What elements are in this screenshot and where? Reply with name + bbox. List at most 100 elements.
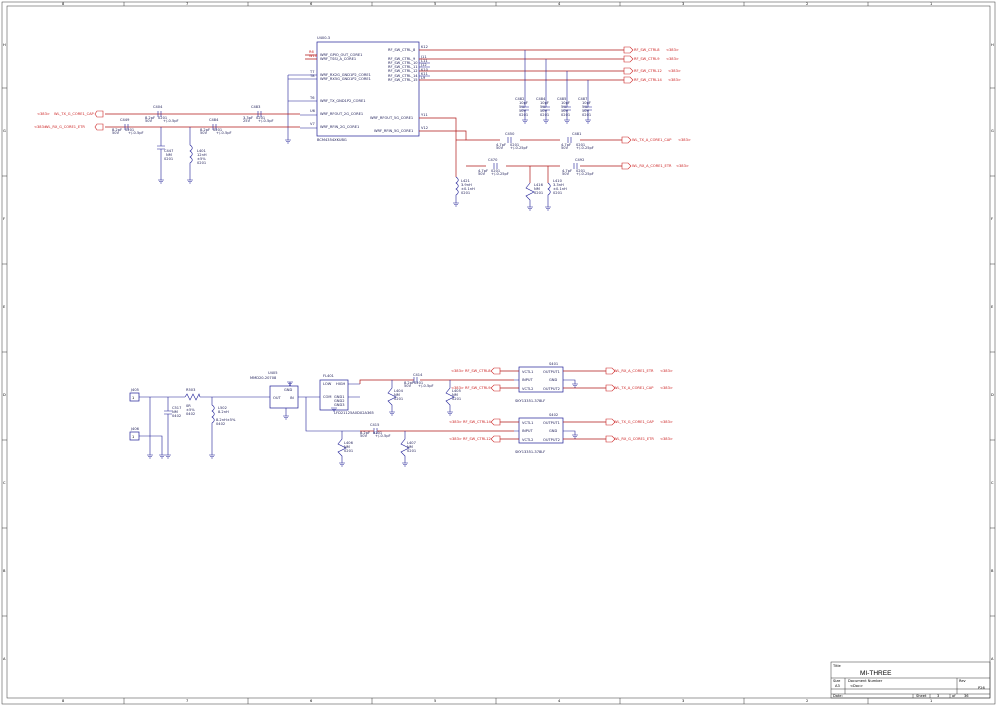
cap-label: 10pF bbox=[519, 101, 528, 105]
sheet-total: 36 bbox=[964, 694, 969, 698]
cap-ref: C414 bbox=[413, 373, 423, 377]
cap-label: 0201 bbox=[561, 113, 570, 117]
cap-tol: +/-0.25pF bbox=[491, 172, 509, 176]
inductor-label: L404 bbox=[394, 389, 404, 393]
pin-num: L11 bbox=[421, 59, 428, 63]
net-flag: WL_TX_G_CORE1_CAP <383> bbox=[605, 418, 673, 426]
svg-text:RF_SW_CTRL14: RF_SW_CTRL14 bbox=[463, 420, 491, 424]
border-row-label: G bbox=[991, 129, 994, 133]
pin-num: K11 bbox=[421, 72, 428, 76]
cap-ref: C517 bbox=[172, 406, 181, 410]
svg-text:<383>: <383> bbox=[449, 420, 462, 424]
cap-val: 3.3pF bbox=[243, 116, 253, 120]
pin-num: V12 bbox=[421, 126, 428, 130]
ground-symbol bbox=[585, 119, 591, 124]
cap-pkg: 0201 bbox=[576, 169, 585, 173]
title-block: Title MI-THREE Size A3 Document Number <… bbox=[830, 661, 991, 699]
pin-label: GND bbox=[549, 429, 557, 433]
inductor-pkg: 0201 bbox=[344, 449, 353, 453]
switch-ref: S402 bbox=[549, 413, 558, 417]
ic-right-pin: RF_SW_CTRL_12 bbox=[388, 69, 418, 73]
inductor-label: L421 bbox=[461, 179, 470, 183]
ic-right-pin: RF_SW_CTRL_11 bbox=[388, 65, 418, 69]
ground-symbol bbox=[389, 411, 395, 416]
of-label: of bbox=[952, 694, 956, 698]
cap-label: 50V bbox=[540, 109, 548, 113]
cap-label: 50V bbox=[519, 109, 527, 113]
border-column-label: 5 bbox=[434, 699, 436, 703]
svg-text:<383>: <383> bbox=[666, 57, 679, 61]
net-flag: RF_SW_CTRL14 <383> bbox=[623, 76, 681, 84]
ground-symbol bbox=[187, 179, 193, 184]
border-column-label: 8 bbox=[62, 2, 65, 6]
net-flag: RF_SW_CTRL12 <383> bbox=[623, 67, 681, 75]
border-row-label: A bbox=[3, 657, 6, 661]
pin-num: Y11 bbox=[421, 113, 428, 117]
pin-label: INPUT bbox=[522, 378, 534, 382]
switch-s401 bbox=[518, 366, 564, 393]
ground-symbol bbox=[331, 407, 337, 412]
inductor-tol: ±0.1nH bbox=[553, 187, 567, 191]
cap-val: NM bbox=[172, 410, 178, 414]
cap-ref: C447 bbox=[164, 149, 173, 153]
net-flag: RF_SW_CTRL12 <383> bbox=[449, 435, 501, 443]
cap-label: 0201 bbox=[519, 113, 528, 117]
ic-ref: U400-3 bbox=[317, 36, 330, 40]
svg-text:<383>: <383> bbox=[668, 69, 681, 73]
pin-label: OUTPUT1 bbox=[543, 370, 560, 374]
ic-right-pin: RF_SW_CTRL_14 bbox=[388, 74, 418, 78]
inductor-label: L401 bbox=[197, 149, 206, 153]
cap-val: 4.7pF bbox=[562, 169, 572, 173]
pin-label: VCTL2 bbox=[522, 438, 533, 442]
switch-s402 bbox=[518, 417, 564, 444]
border-row-label: E bbox=[3, 305, 6, 309]
net-flag: WL_RX_A_CORE1_ETR <383> bbox=[621, 162, 689, 170]
pin-label: GND2 bbox=[334, 399, 345, 403]
cap-tol: +/-0.25pF bbox=[576, 172, 594, 176]
border-column-label: 4 bbox=[558, 699, 561, 703]
svg-text:<383>: <383> bbox=[660, 369, 673, 373]
svg-text:WL_RX_G_CORE1_ETR: WL_RX_G_CORE1_ETR bbox=[45, 125, 85, 129]
cap-label: 5% bbox=[519, 105, 525, 109]
pin-label: OUTPUT1 bbox=[543, 421, 560, 425]
pin-1: 1 bbox=[132, 435, 134, 439]
cap-ref: C481 bbox=[572, 132, 581, 136]
cap-val: 8.2pF bbox=[145, 116, 155, 120]
ic-part: MMD20-20708 bbox=[250, 376, 277, 380]
svg-text:WL_RX_A_CORE1_ETR: WL_RX_A_CORE1_ETR bbox=[632, 164, 672, 168]
cap-tol: +/-0.25pF bbox=[510, 146, 528, 150]
border-row-label: D bbox=[3, 393, 6, 397]
cap-pkg: 0201 bbox=[125, 128, 134, 132]
pin-label: OUT bbox=[273, 396, 281, 400]
border-column-label: 5 bbox=[434, 2, 436, 6]
cap-label: 5% bbox=[582, 105, 588, 109]
cap-val: 4.7pF bbox=[478, 169, 488, 173]
cap-label: 0201 bbox=[540, 113, 549, 117]
ground-symbol bbox=[165, 454, 171, 459]
border-row-label: G bbox=[3, 129, 6, 133]
svg-text:RF_SW_CTRL8: RF_SW_CTRL8 bbox=[634, 48, 660, 52]
border-column-label: 1 bbox=[930, 2, 932, 6]
ground-symbol bbox=[572, 383, 578, 388]
inductor-value: 3.3nH bbox=[553, 183, 564, 187]
inductor-tol: ±5% bbox=[197, 157, 206, 161]
cap-val: 8.2pF bbox=[200, 128, 210, 132]
cap-tol: +/-0.5pF bbox=[128, 131, 144, 135]
cap-label: C485 bbox=[557, 97, 566, 101]
cap-pkg: 0201 bbox=[576, 143, 585, 147]
svg-text:<383>: <383> bbox=[449, 437, 462, 441]
inductor-pkg: 0201 bbox=[461, 191, 470, 195]
border-column-label: 4 bbox=[558, 2, 561, 6]
border-column-label: 2 bbox=[806, 699, 808, 703]
border-row-label: F bbox=[3, 217, 5, 221]
pin-label: VCTL1 bbox=[522, 421, 533, 425]
ic-left-pin: WRF_TSSI_A_CORE1 bbox=[320, 57, 356, 61]
connector-label: J406 bbox=[130, 427, 140, 431]
cap-volt: 50V bbox=[404, 384, 412, 388]
cap-pkg: 0201 bbox=[213, 128, 222, 132]
cap-ref: C449 bbox=[120, 118, 130, 122]
net-flag: WL_RX_G_CORE1_ETR <383> bbox=[34, 123, 104, 131]
pin-num: T7 bbox=[309, 70, 314, 74]
